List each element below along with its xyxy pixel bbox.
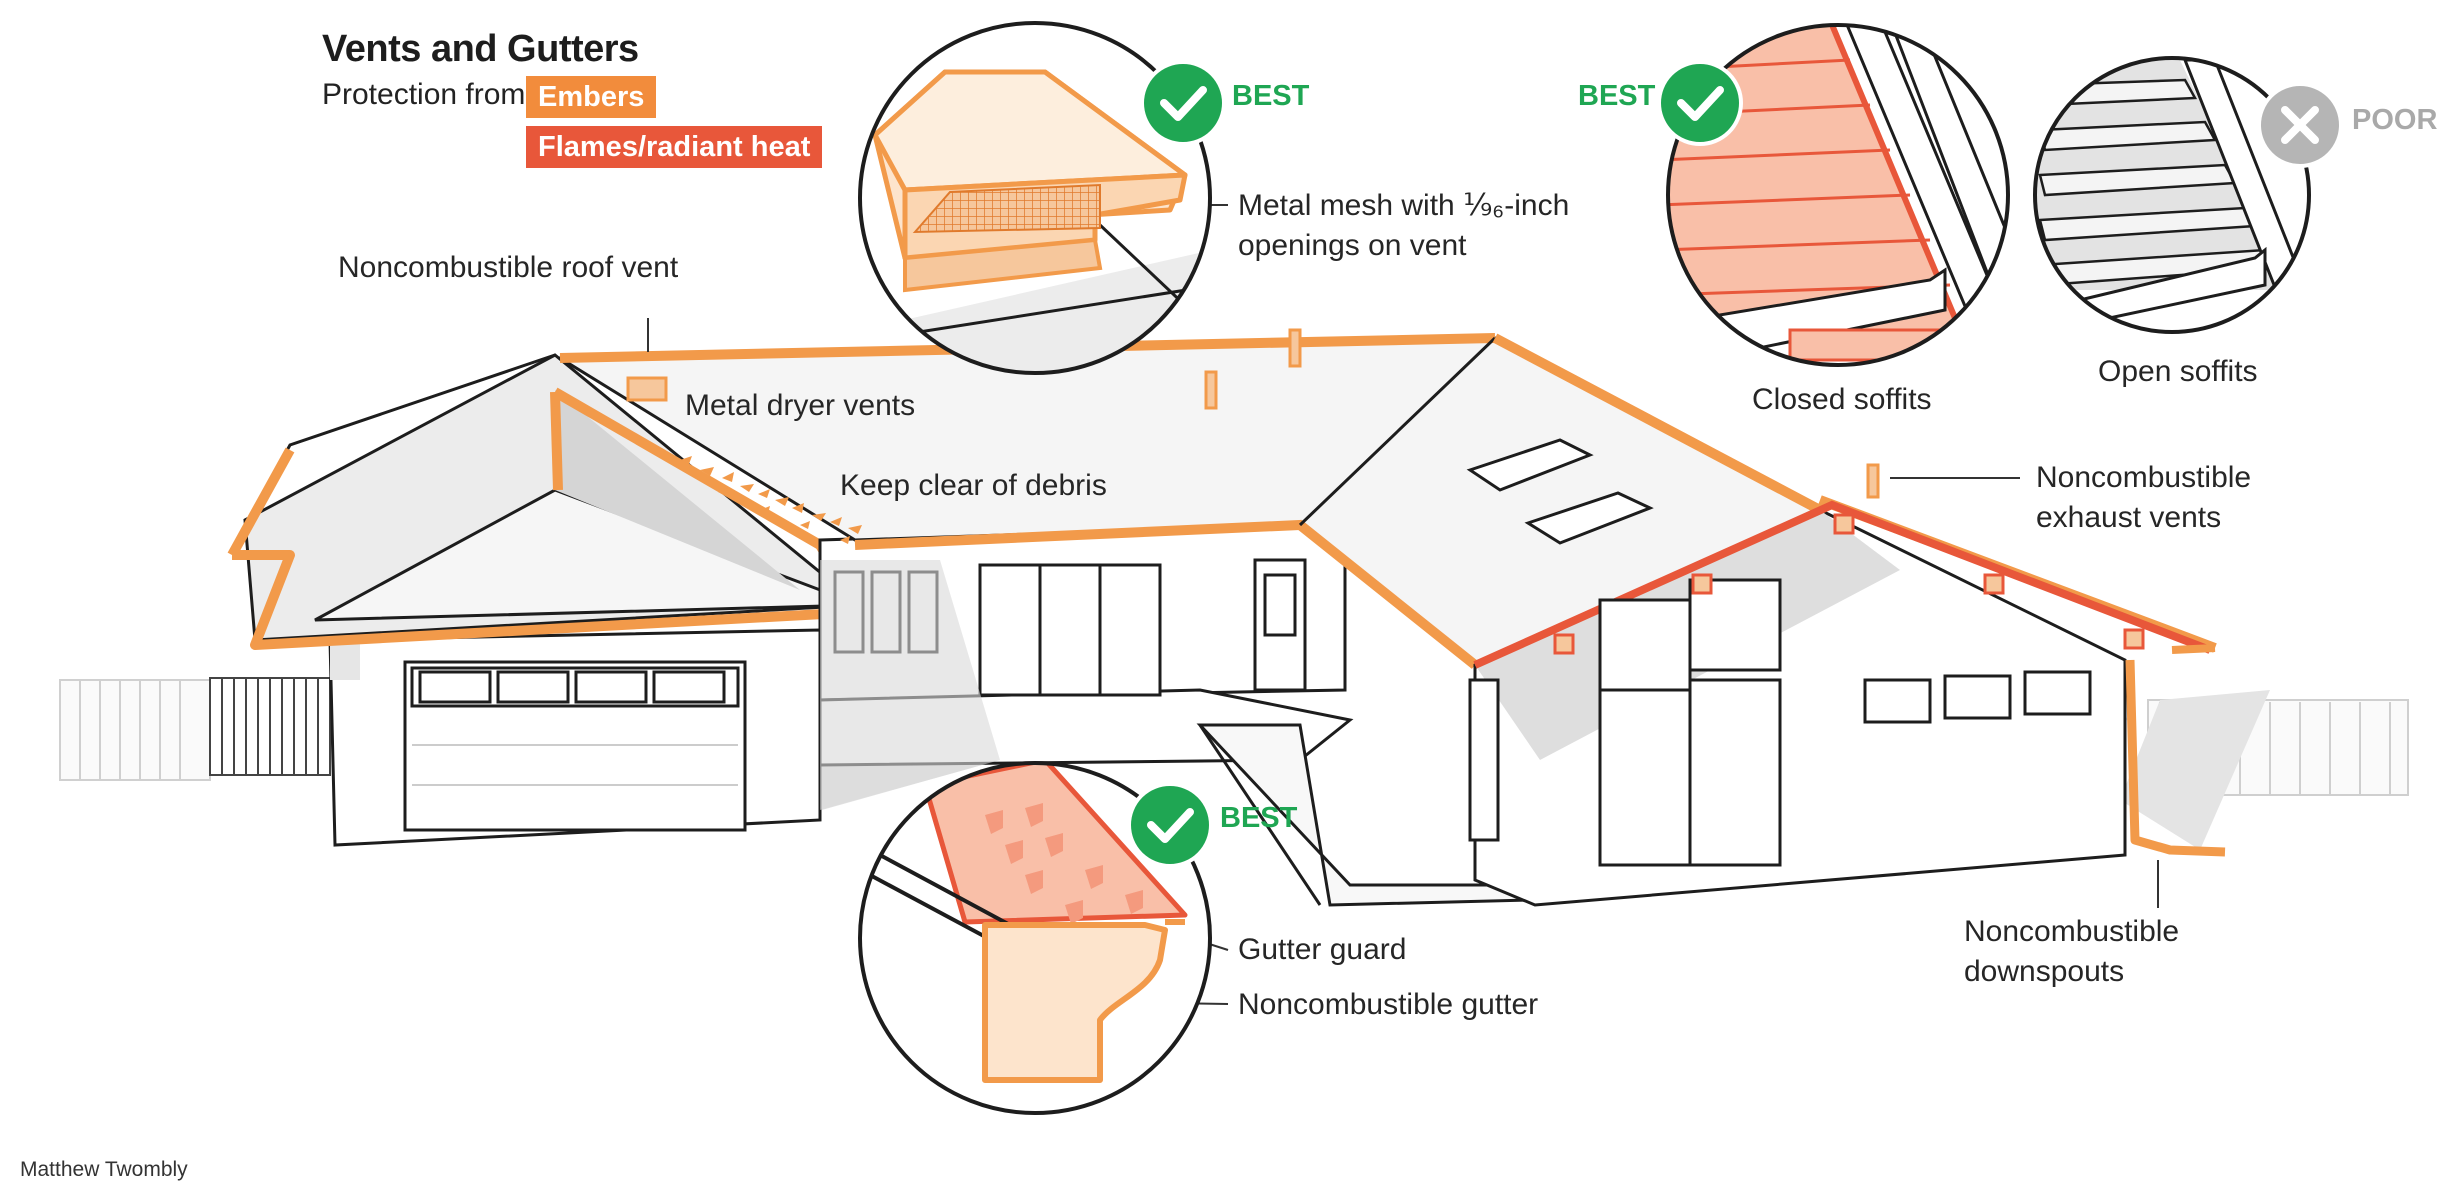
label-open-soffits: Open soffits [2098,355,2258,388]
gutter-detail-circle [858,761,1212,1115]
debris [680,456,862,544]
rating-gutter: BEST [1220,802,1298,834]
label-downspouts-line2: downspouts [1964,955,2125,988]
label-downspouts-line1: Noncombustible [1964,915,2180,948]
open-soffits-circle [2033,56,2311,334]
garage [328,628,822,847]
middle-section [818,523,1532,907]
right-wing [1468,463,2226,907]
label-mesh-line1: Metal mesh with ⅑₆-inch [1238,189,1570,222]
diagram-title: Vents and Gutters [322,28,639,70]
label-roof-vent: Noncombustible roof vent [338,251,679,284]
label-debris: Keep clear of debris [840,469,1107,502]
rating-closed-soffits: BEST [1578,80,1656,112]
label-mesh-line2: openings on vent [1238,229,1467,262]
best-checkmark-icon-soffits [1657,60,1743,146]
poor-x-icon [2257,82,2343,168]
credit-byline: Matthew Twombly [20,1158,188,1181]
label-exhaust-line1: Noncombustible [2036,461,2252,494]
closed-soffits-circle [1666,23,2010,367]
label-closed-soffits: Closed soffits [1752,383,1932,416]
legend-embers-badge: Embers [526,76,657,118]
fence-left [59,677,331,781]
rating-vent: BEST [1232,80,1310,112]
best-checkmark-icon-gutter [1127,782,1213,868]
label-exhaust-line2: exhaust vents [2036,501,2222,534]
label-gutter: Noncombustible gutter [1238,988,1539,1021]
rating-open-soffits: POOR [2352,104,2438,136]
garage-roof [227,353,865,650]
vent-detail-circle [858,21,1212,375]
best-checkmark-icon-vent [1140,60,1226,146]
label-dryer-vents: Metal dryer vents [685,389,916,422]
legend-prefix: Protection from [322,78,526,111]
legend-flames-badge: Flames/radiant heat [526,126,823,168]
label-gutter-guard: Gutter guard [1238,933,1407,966]
